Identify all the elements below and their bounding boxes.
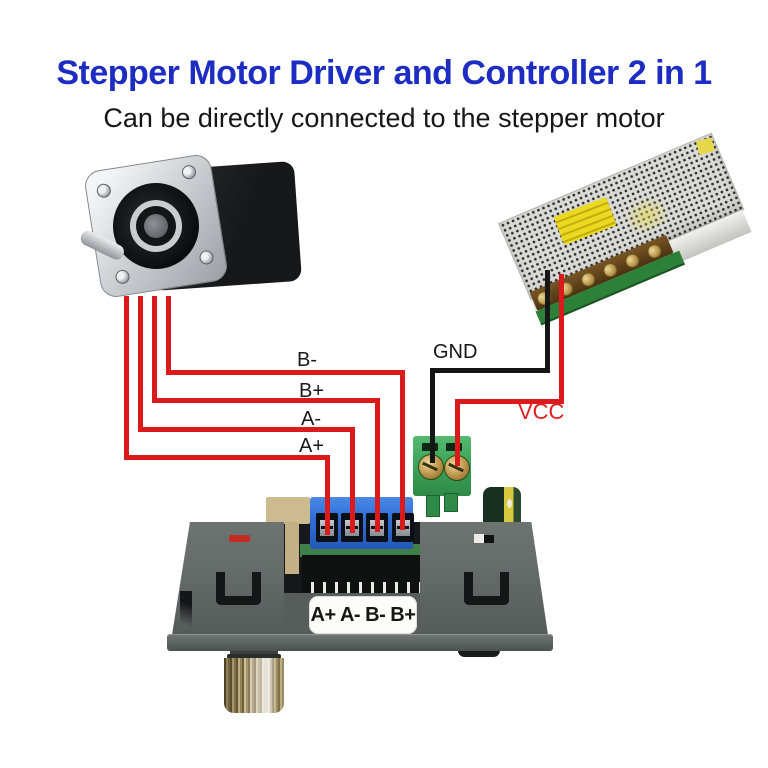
- screw-icon: [114, 268, 131, 285]
- wire-b-minus: [166, 296, 171, 375]
- screw-icon: [198, 249, 215, 266]
- capacitor-marking: [507, 499, 512, 508]
- wire-a-minus: [138, 296, 143, 432]
- wire-gnd: [545, 270, 550, 373]
- wire-vcc: [455, 399, 460, 466]
- wire-label-b-plus: B+: [299, 380, 325, 402]
- psu-spec-label: [618, 189, 676, 242]
- wire-gnd: [430, 368, 550, 373]
- mounting-flange: [167, 634, 553, 651]
- pcb-standoff: [285, 522, 299, 574]
- mounting-slot-right: [464, 572, 509, 605]
- psu-warning-label: [553, 196, 617, 246]
- motor-faceplate: [78, 152, 230, 300]
- wire-b-plus: [152, 398, 380, 403]
- terminal-latch: [426, 495, 440, 517]
- wire-a-plus: [124, 455, 330, 460]
- wire-b-plus: [152, 296, 157, 403]
- terminal-latch: [444, 493, 458, 512]
- power-supply-photo: [498, 132, 754, 326]
- wire-b-minus: [166, 370, 405, 375]
- wire-a-minus: [138, 427, 355, 432]
- wire-b-minus: [400, 370, 405, 530]
- power-supply-case: [498, 132, 752, 326]
- wire-label-a-minus: A-: [301, 408, 321, 430]
- power-terminal-block: [413, 436, 471, 517]
- wire-b-plus: [375, 398, 380, 532]
- connector-knurled-body: [224, 658, 284, 713]
- wire-gnd: [430, 368, 435, 463]
- page-title: Stepper Motor Driver and Controller 2 in…: [56, 54, 712, 92]
- wire-a-minus: [350, 427, 355, 533]
- case-marking: [484, 535, 494, 543]
- heatsink: [302, 555, 420, 597]
- case-marking: [474, 534, 484, 543]
- wire-label-vcc: VCC: [518, 399, 565, 424]
- wire-vcc: [455, 399, 564, 404]
- screw-icon: [95, 182, 112, 199]
- wire-a-plus: [124, 296, 129, 460]
- wire-label-b-minus: B-: [297, 349, 317, 371]
- connector-cap: [230, 647, 278, 655]
- wire-label-a-plus: A+: [299, 435, 325, 457]
- power-led: [229, 535, 250, 542]
- psu-corner-tag: [695, 137, 715, 155]
- page-subtitle: Can be directly connected to the stepper…: [103, 103, 665, 133]
- terminal-slot: [446, 443, 462, 451]
- pcb-standoff: [266, 497, 310, 524]
- connector-ring: [227, 654, 281, 659]
- stepper-motor-photo: [78, 152, 308, 300]
- wire-a-plus: [325, 455, 330, 535]
- wire-label-gnd: GND: [433, 341, 478, 363]
- mounting-slot-left: [216, 572, 261, 605]
- wire-vcc: [559, 274, 564, 404]
- driver-case-left: [172, 522, 284, 635]
- terminal-label: A+ A- B- B+: [309, 596, 417, 634]
- antenna-connector: [224, 646, 284, 714]
- screw-icon: [180, 164, 197, 181]
